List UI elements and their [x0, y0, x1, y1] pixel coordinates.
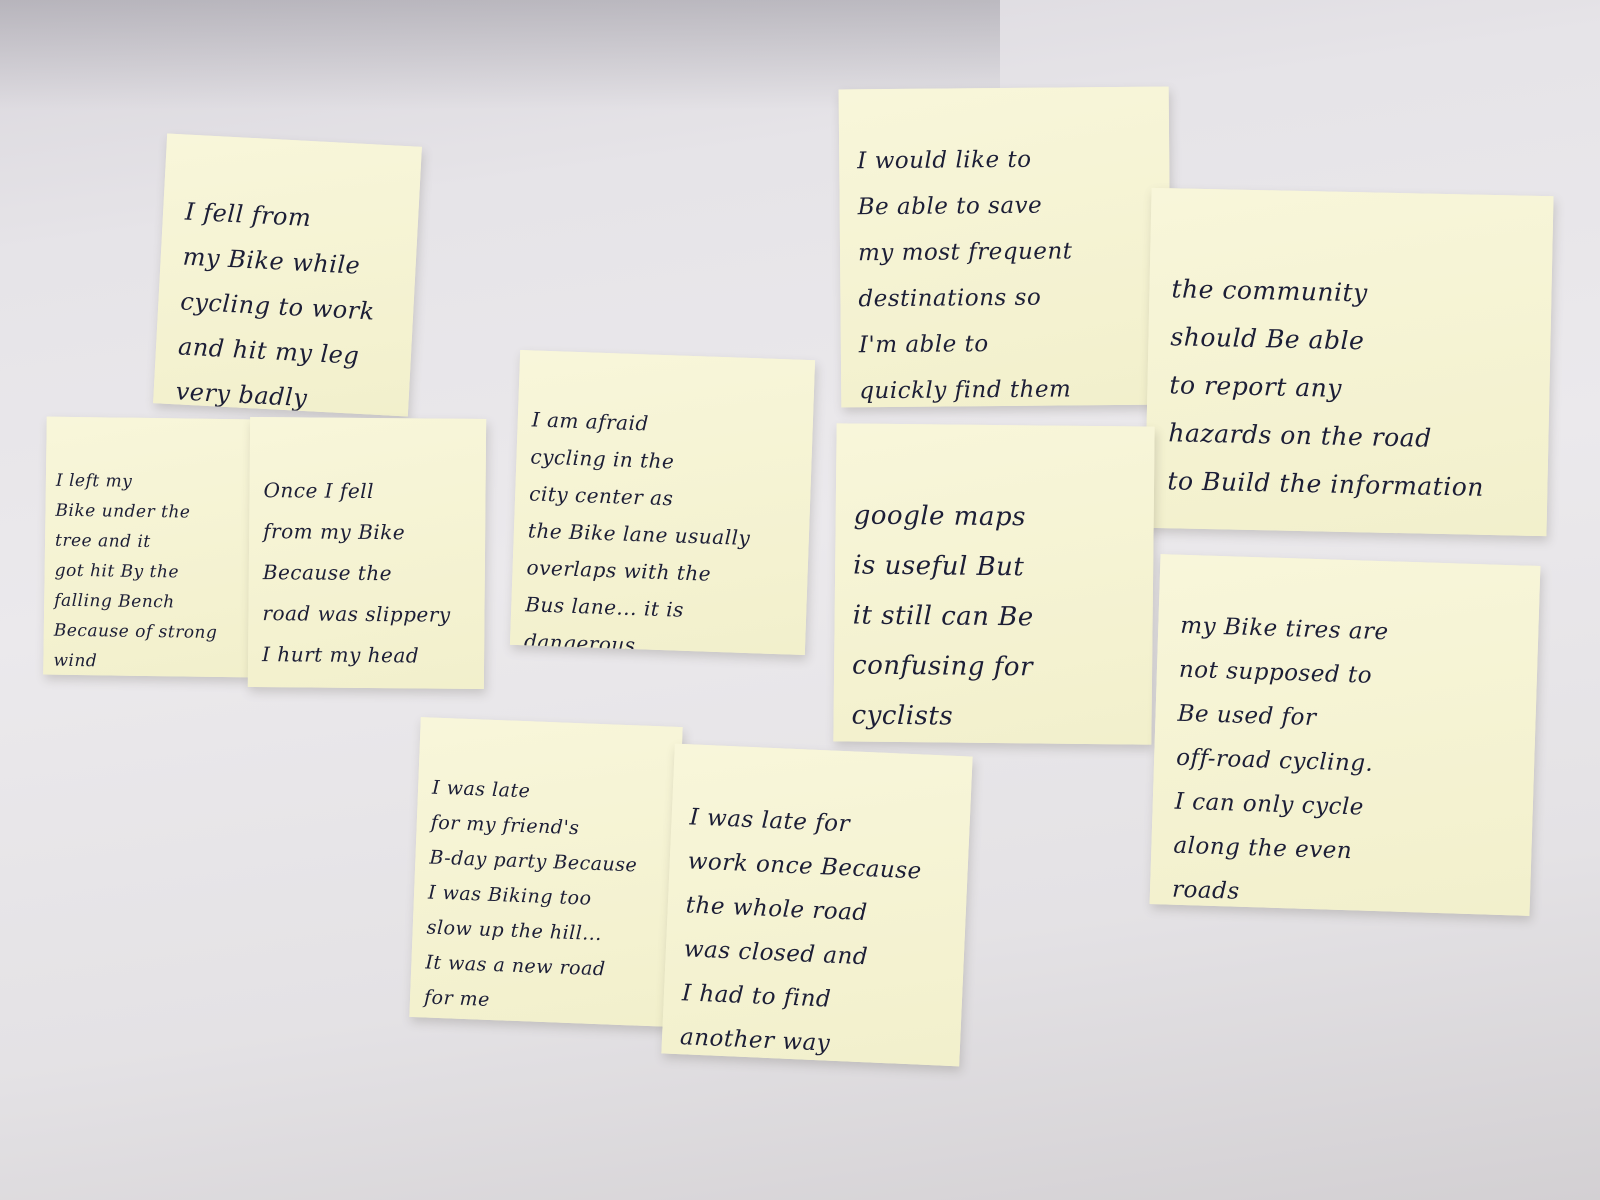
sticky-note-late-party: I was late for my friend's B-day party B… — [409, 717, 683, 1027]
note-text: google maps is useful But it still can B… — [851, 500, 1034, 732]
sticky-note-left-bike-tree: I left my Bike under the tree and it got… — [43, 416, 254, 678]
sticky-note-google-maps: google maps is useful But it still can B… — [833, 423, 1155, 745]
note-text: I left my Bike under the tree and it got… — [53, 470, 218, 672]
note-text: I was late for work once Because the who… — [679, 804, 923, 1057]
note-text: my Bike tires are not supposed to Be use… — [1171, 612, 1390, 905]
sticky-note-fell-leg: I fell from my Bike while cycling to wor… — [153, 133, 422, 417]
sticky-note-community-report: the community should Be able to report a… — [1144, 187, 1554, 537]
sticky-note-save-destinations: I would like to Be able to save my most … — [838, 86, 1172, 408]
note-text: I would like to Be able to save my most … — [857, 146, 1073, 405]
note-text: I was late for my friend's B-day party B… — [423, 776, 638, 1011]
sticky-note-afraid-city: I am afraid cycling in the city center a… — [509, 349, 816, 656]
note-text: I fell from my Bike while cycling to wor… — [175, 197, 376, 413]
note-text: the community should Be able to report a… — [1167, 274, 1485, 502]
note-text: I am afraid cycling in the city center a… — [523, 407, 751, 656]
sticky-note-late-work: I was late for work once Because the who… — [661, 743, 973, 1067]
sticky-note-bike-tires: my Bike tires are not supposed to Be use… — [1149, 554, 1541, 916]
sticky-note-fell-slippery: Once I fell from my Bike Because the roa… — [247, 416, 487, 690]
note-text: Once I fell from my Bike Because the roa… — [262, 478, 451, 668]
